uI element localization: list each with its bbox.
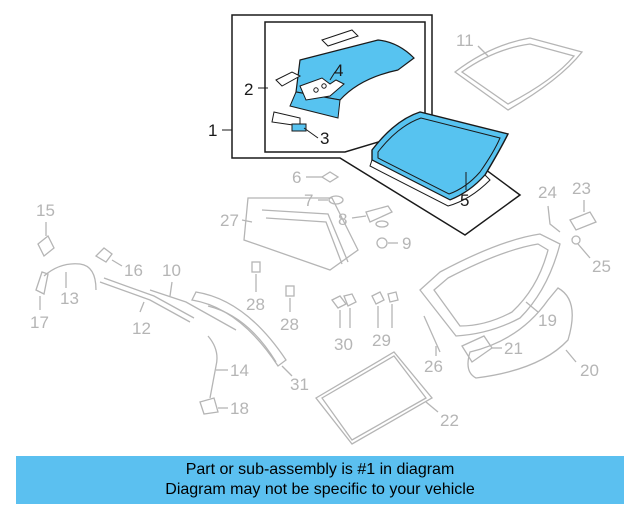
part-19-frame	[419, 233, 561, 337]
part-27-rail	[261, 209, 349, 263]
callout-26: 26	[424, 357, 443, 376]
part-11-panel-inner	[460, 43, 576, 105]
callout-7: 7	[304, 191, 313, 210]
callout-2: 2	[244, 80, 253, 99]
part-28-a	[251, 261, 261, 273]
callout-8: 8	[338, 210, 347, 229]
part-30-clips	[331, 293, 357, 309]
callout-6: 6	[292, 168, 301, 187]
leader-12	[139, 301, 145, 313]
sunshade-lower-edge	[289, 91, 341, 119]
part-27-rail-2	[265, 217, 343, 265]
callout-3: 3	[320, 129, 329, 148]
leader-20	[565, 349, 577, 363]
assembly-outline	[231, 14, 522, 236]
part-22-glass	[315, 351, 433, 445]
part-16-clip	[94, 247, 113, 263]
shade-rail-back	[321, 29, 359, 47]
callout-15: 15	[36, 201, 55, 220]
callout-25: 25	[592, 257, 611, 276]
callout-28-b: 28	[280, 315, 299, 334]
banner-line-2: Diagram may not be specific to your vehi…	[165, 481, 475, 498]
shade-rail-front	[275, 71, 302, 87]
callout-11: 11	[456, 31, 474, 50]
leader-3	[303, 127, 319, 139]
callout-30: 30	[334, 335, 353, 354]
part-31-rail-2	[207, 305, 277, 363]
callout-4: 4	[334, 61, 343, 80]
leader-22	[425, 401, 439, 413]
disclaimer-banner: Part or sub-assembly is #1 in diagram Di…	[16, 456, 624, 504]
handle-screw-a	[313, 87, 319, 93]
parts-diagram: 1 2 3 4 5	[30, 14, 611, 445]
part-20-seal	[467, 287, 573, 379]
part-21-grille	[461, 335, 493, 363]
part-26-strut	[423, 315, 441, 353]
clip-part-3	[291, 123, 307, 132]
part-6-clip	[320, 171, 340, 183]
part-11-panel	[453, 37, 584, 111]
leader-11	[477, 45, 489, 57]
callout-27: 27	[220, 211, 239, 230]
part-25-nut	[571, 235, 581, 245]
callout-1: 1	[208, 121, 217, 140]
callout-14: 14	[230, 361, 249, 380]
part-9-bolt	[376, 237, 388, 249]
part-7-grommet	[328, 195, 344, 205]
part-15-connector	[37, 234, 55, 258]
part-12-rail-2	[103, 277, 195, 319]
callout-21: 21	[504, 339, 523, 358]
callout-20: 20	[580, 361, 599, 380]
muted-callouts: 6 7 8 9 10 11 12 13 14 15 16 17 18 19 20…	[30, 31, 611, 430]
part-24-pin	[547, 205, 561, 233]
sunshade-handle	[299, 77, 345, 101]
callout-13: 13	[60, 289, 79, 308]
part-13-hose	[43, 263, 97, 291]
part-31-rail	[191, 291, 287, 367]
part-27-box	[243, 197, 359, 271]
part-22-glass-inner	[321, 355, 427, 441]
callout-22: 22	[440, 411, 459, 430]
glass-panel-edge	[369, 159, 491, 207]
part-23-bracket	[569, 211, 597, 231]
callout-10: 10	[162, 261, 181, 280]
leader-19	[525, 301, 539, 313]
leader-25	[577, 243, 591, 259]
banner-line-1: Part or sub-assembly is #1 in diagram	[185, 461, 455, 478]
callout-19: 19	[538, 311, 557, 330]
callout-23: 23	[572, 179, 591, 198]
leader-27	[241, 219, 253, 223]
callout-12: 12	[132, 319, 151, 338]
callout-5: 5	[460, 191, 469, 210]
callout-16: 16	[124, 261, 143, 280]
part-12-rail	[99, 281, 191, 323]
callout-17: 17	[30, 313, 49, 332]
other-parts-group	[35, 37, 597, 445]
callout-31: 31	[290, 375, 309, 394]
callout-28-a: 28	[246, 295, 265, 314]
part-8-bracket	[365, 205, 393, 223]
part-17-clip	[35, 271, 49, 295]
callout-18: 18	[230, 399, 249, 418]
part-18-bracket	[199, 397, 219, 415]
sunroof-assembly-group: 1 2 3 4 5	[208, 14, 522, 236]
part-28-b	[285, 285, 295, 297]
part-8-washer	[375, 220, 389, 228]
leader-31	[281, 365, 293, 377]
leader-10	[169, 281, 173, 297]
leader-16	[111, 259, 123, 267]
callout-9: 9	[402, 234, 411, 253]
callout-24: 24	[538, 183, 557, 202]
leader-4	[329, 71, 336, 81]
part-14-hose	[207, 335, 218, 399]
part-10-rail	[149, 289, 237, 331]
handle-screw-b	[321, 83, 327, 89]
part-29-bolts	[371, 291, 399, 305]
callout-29: 29	[372, 331, 391, 350]
glass-panel-inner	[377, 117, 501, 195]
part-19-inner	[433, 243, 549, 327]
leader-8	[351, 215, 367, 219]
glass-panel-outer	[371, 111, 510, 201]
